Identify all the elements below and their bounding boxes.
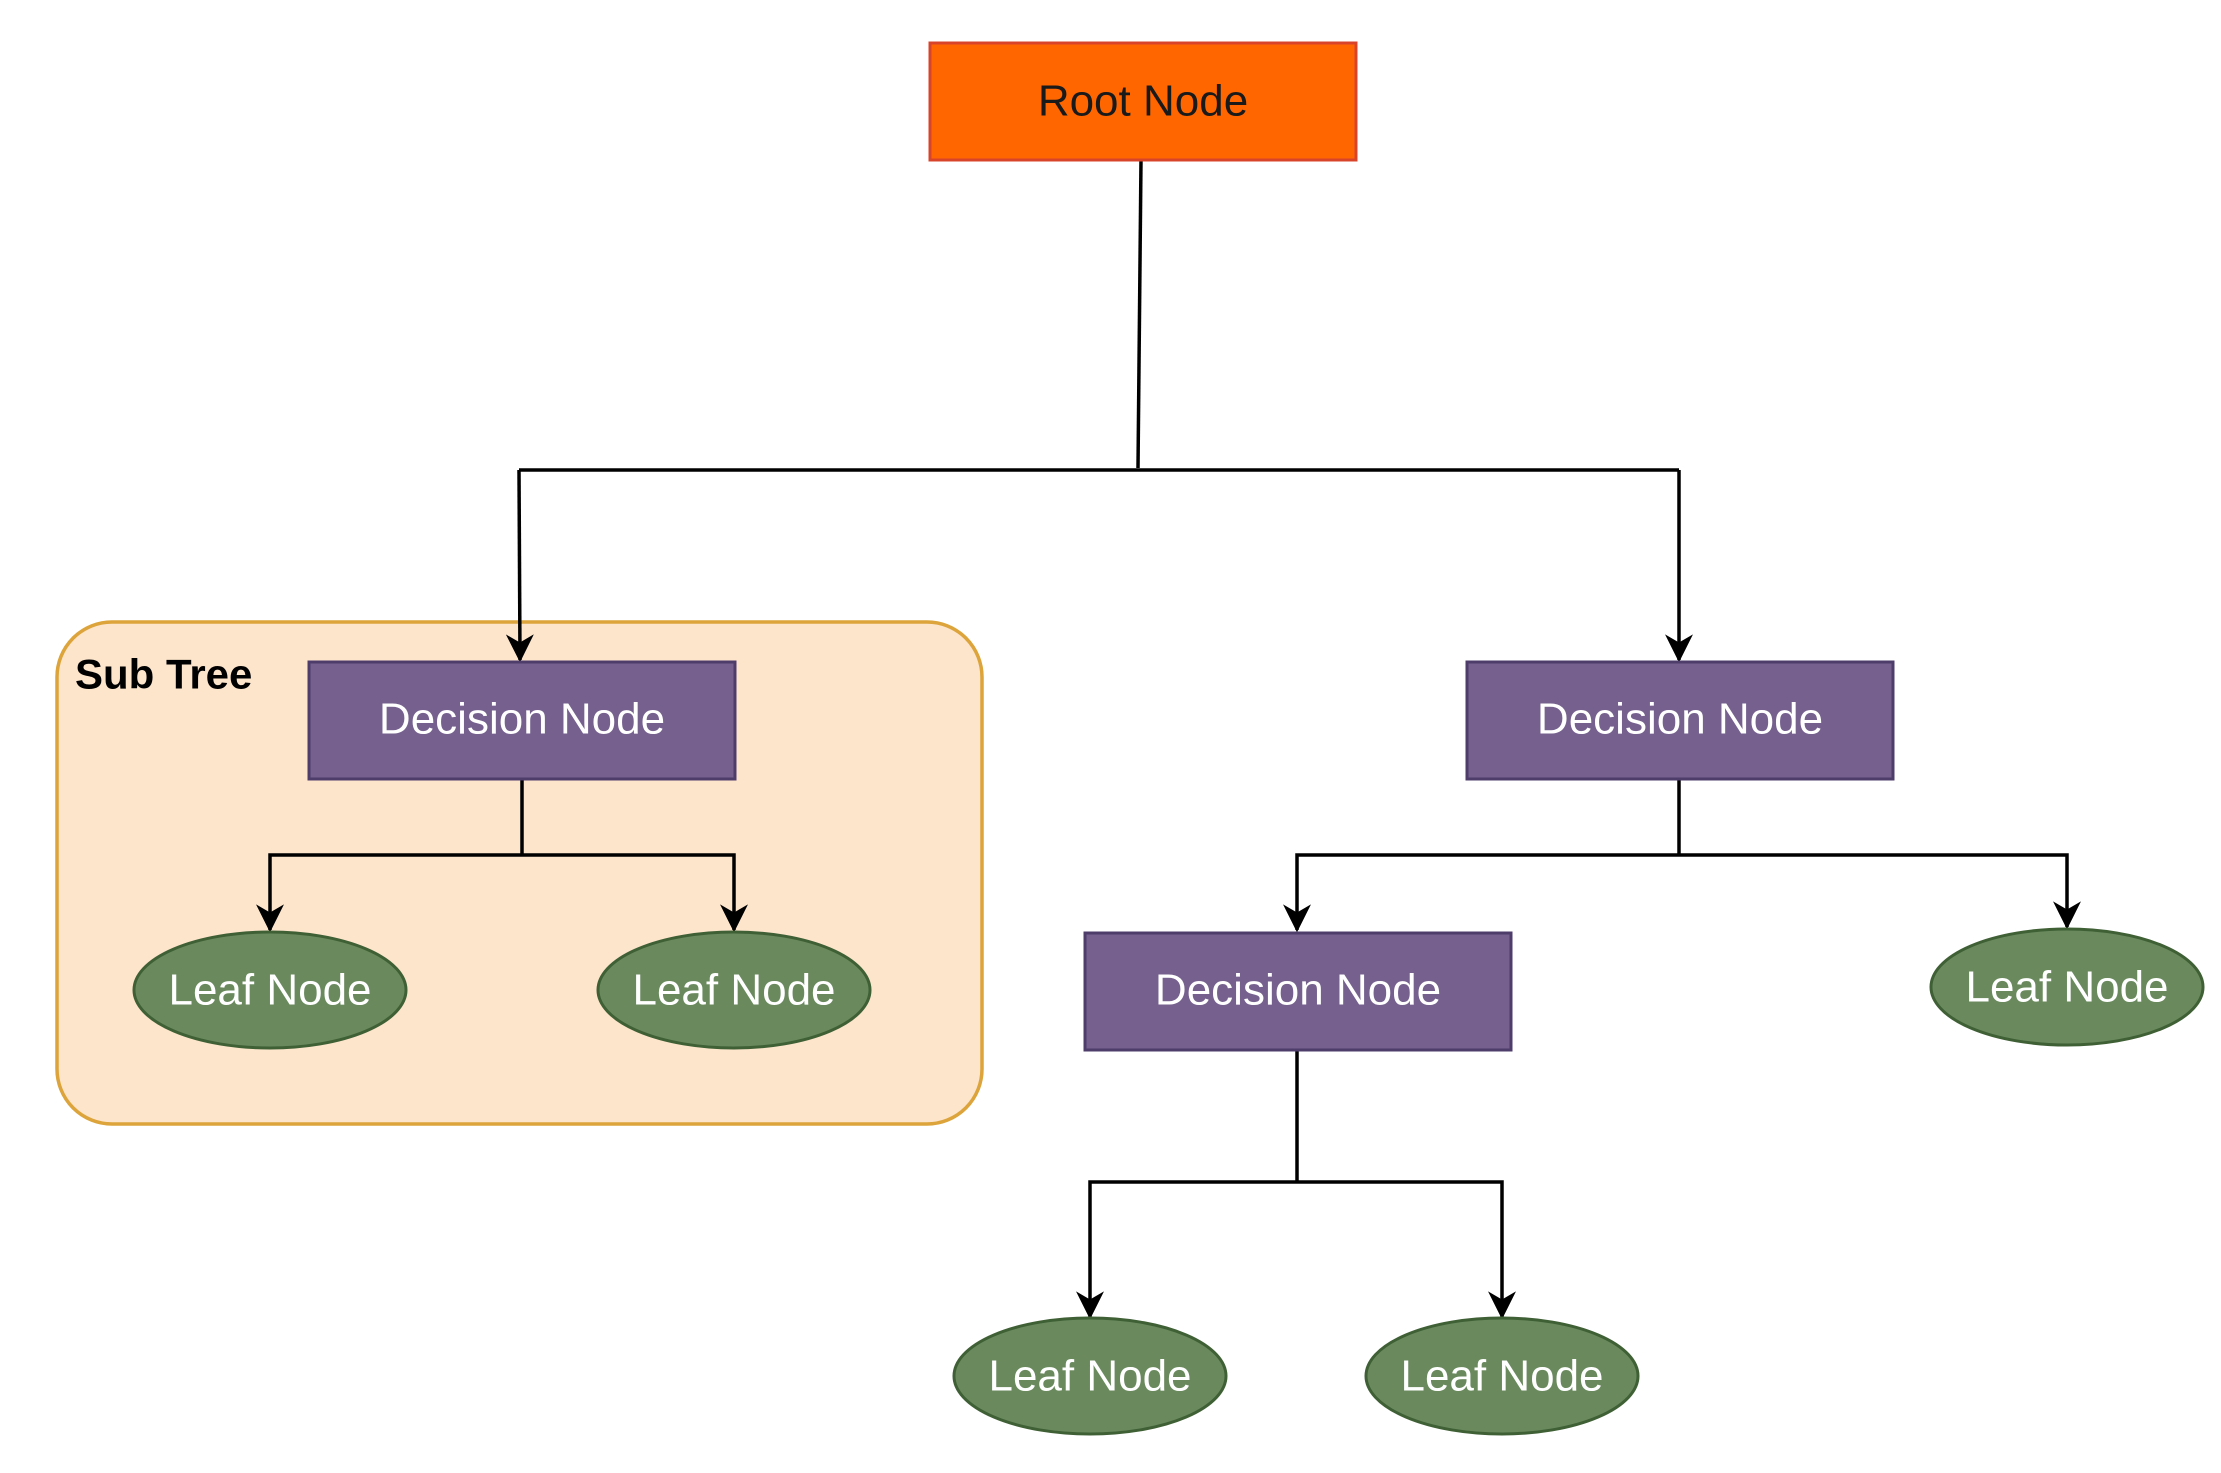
- decision-node-inner: Decision Node: [1083, 931, 1513, 1052]
- leaf-node-label: Leaf Node: [632, 966, 835, 1015]
- root-node: Root Node: [928, 41, 1358, 162]
- leaf-node: Leaf Node: [132, 930, 408, 1050]
- edge-left-leaf-2: [522, 853, 748, 933]
- edge-inner-leaf-1: [1076, 1180, 1297, 1320]
- leaf-node-label: Leaf Node: [988, 1352, 1191, 1401]
- leaf-node-label: Leaf Node: [1965, 963, 2168, 1012]
- edges: [256, 159, 2081, 1320]
- decision-node-inner-label: Decision Node: [1155, 966, 1441, 1015]
- leaf-node-label: Leaf Node: [168, 966, 371, 1015]
- root-node-label: Root Node: [1038, 77, 1248, 126]
- leaf-node: Leaf Node: [596, 930, 872, 1050]
- decision-node-left-label: Decision Node: [379, 695, 665, 744]
- leaf-node: Leaf Node: [952, 1316, 1228, 1436]
- leaf-node: Leaf Node: [1364, 1316, 1640, 1436]
- edge-to-left-decision: [505, 469, 534, 663]
- decision-node-left: Decision Node: [307, 660, 737, 781]
- edge-right-leaf: [1679, 853, 2081, 930]
- subtree-label: Sub Tree: [75, 651, 252, 698]
- edge-left-leaf-1: [256, 853, 522, 933]
- decision-node-right: Decision Node: [1465, 660, 1895, 781]
- leaf-node-label: Leaf Node: [1400, 1352, 1603, 1401]
- leaf-node: Leaf Node: [1929, 927, 2205, 1047]
- edge-inner-leaf-2: [1297, 1180, 1516, 1320]
- decision-node-right-label: Decision Node: [1537, 695, 1823, 744]
- edge-to-inner-decision: [1283, 853, 1679, 933]
- edge-root-trunk: [1136, 159, 1143, 469]
